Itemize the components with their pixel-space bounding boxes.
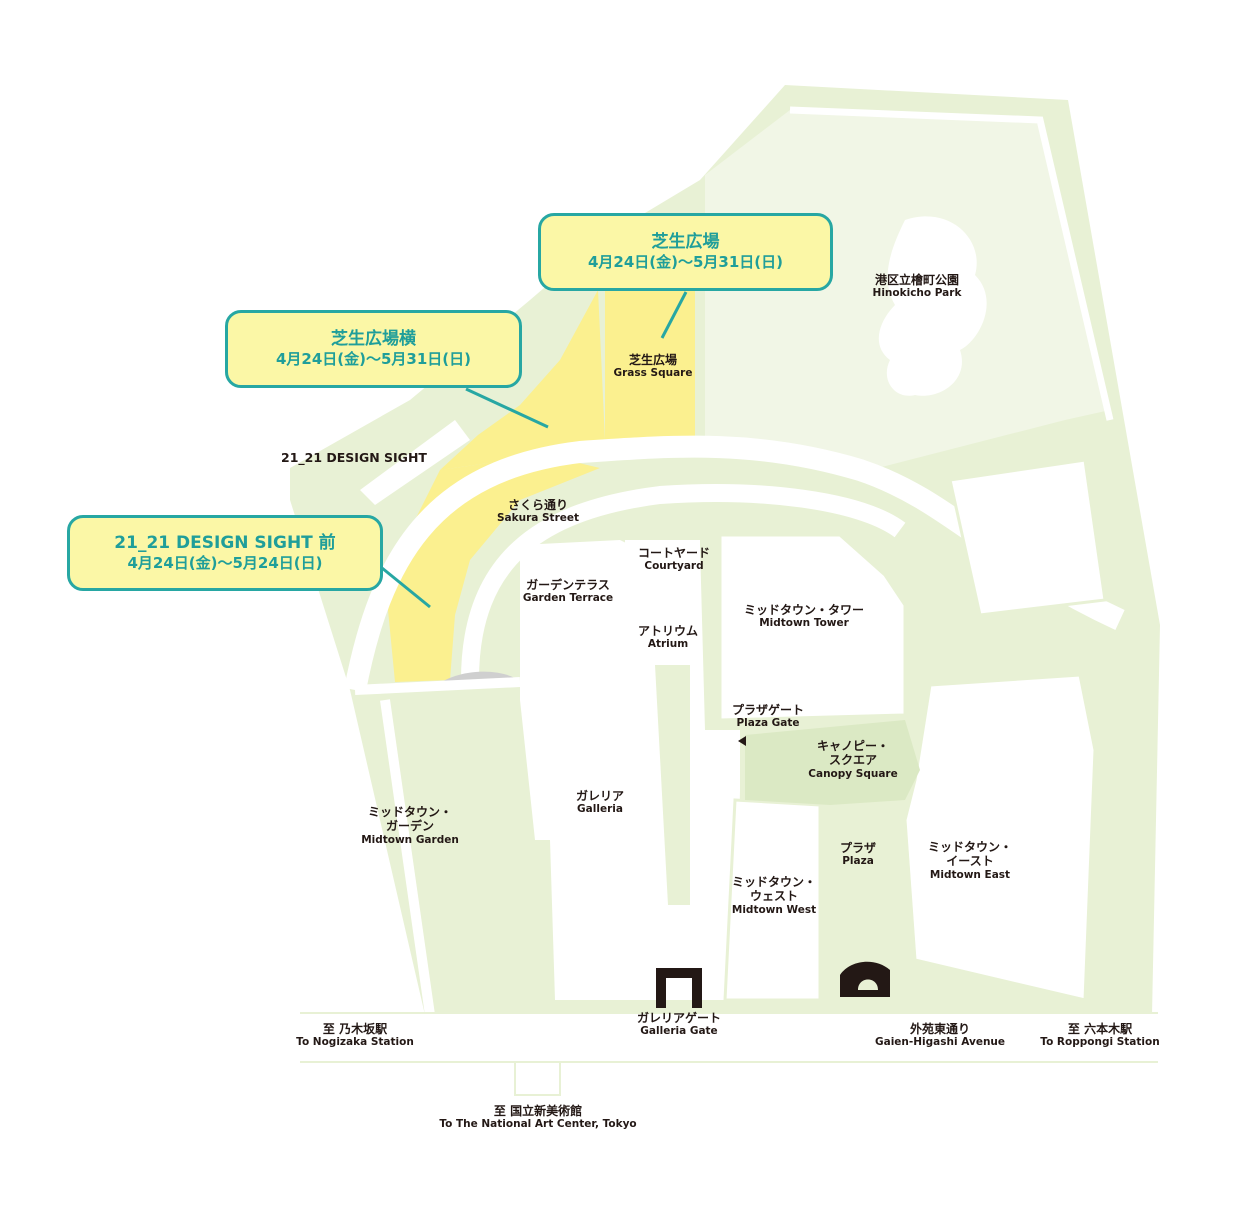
art-center-road (514, 1061, 561, 1096)
walkway (354, 677, 521, 695)
label-plaza-gate: プラザゲート Plaza Gate (731, 703, 804, 730)
label-midtown-garden: ミッドタウン・ ガーデン Midtown Garden (361, 805, 459, 846)
leader-beside-grass (465, 387, 549, 429)
courtyard-building (625, 540, 700, 600)
label-nogizaka: 至 乃木坂駅 To Nogizaka Station (296, 1022, 414, 1049)
label-midtown-east: ミッドタウン・ イースト Midtown East (927, 840, 1012, 881)
label-midtown-west: ミッドタウン・ ウェスト Midtown West (731, 875, 817, 916)
event-area-beside-grass (440, 290, 605, 470)
label-courtyard: コートヤード Courtyard (637, 546, 710, 573)
canopy-square-area (745, 720, 920, 805)
south-road-edge (300, 1012, 1158, 1063)
label-design-sight: 21_21 DESIGN SIGHT (281, 450, 427, 465)
label-gaien-higashi: 外苑東通り Gaien-Higashi Avenue (875, 1022, 1006, 1049)
event-area-grass-square (605, 290, 695, 440)
label-galleria-gate: ガレリアゲート Galleria Gate (636, 1011, 721, 1038)
galleria-gate-icon (656, 968, 702, 1008)
label-grass-square: 芝生広場 Grass Square (613, 353, 693, 380)
callout-design-sight-front-dates: 4月24日(金)〜5月24日(日) (127, 553, 323, 572)
callout-grass-square-dates: 4月24日(金)〜5月31日(日) (587, 252, 784, 271)
label-midtown-tower: ミッドタウン・タワー Midtown Tower (744, 603, 865, 630)
leader-design-sight-front (381, 566, 431, 609)
sculpture-icon (840, 961, 890, 997)
label-garden-terrace: ガーデンテラス Garden Terrace (522, 578, 614, 605)
label-roppongi: 至 六本木駅 To Roppongi Station (1040, 1022, 1160, 1049)
west-path (380, 699, 435, 1016)
callout-grass-square-title: 芝生広場 (651, 231, 720, 252)
midtown-tower-building (718, 533, 907, 722)
callout-design-sight-front: 21_21 DESIGN SIGHT 前 4月24日(金)〜5月24日(日) (67, 515, 383, 591)
inner-road (461, 484, 906, 681)
design-sight-building (360, 420, 470, 505)
northeast-building (948, 458, 1107, 617)
park-path-outline (789, 106, 1114, 421)
label-galleria: ガレリア Galleria (575, 789, 624, 816)
callout-design-sight-front-title: 21_21 DESIGN SIGHT 前 (114, 532, 336, 553)
callout-beside-grass-dates: 4月24日(金)〜5月31日(日) (275, 349, 472, 368)
callout-beside-grass: 芝生広場横 4月24日(金)〜5月31日(日) (225, 310, 522, 388)
label-canopy-square: キャノピー・ スクエア Canopy Square (808, 739, 898, 780)
leader-grass-square (660, 291, 688, 339)
callout-grass-square: 芝生広場 4月24日(金)〜5月31日(日) (538, 213, 833, 291)
label-national-art-center: 至 国立新美術館 To The National Art Center, Tok… (439, 1104, 637, 1131)
south-road (300, 1013, 1158, 1062)
label-hinokicho-park: 港区立檜町公園 Hinokicho Park (872, 273, 962, 300)
label-plaza: プラザ Plaza (839, 841, 876, 868)
midtown-east-building (903, 673, 1097, 1002)
plaza-gate-arrow-icon (738, 736, 746, 746)
midtown-west-building (723, 798, 822, 1002)
atrium-strip (655, 665, 690, 905)
hinokicho-pond (878, 216, 987, 396)
label-sakura-street: さくら通り Sakura Street (496, 498, 580, 525)
label-atrium: アトリウム Atrium (637, 624, 698, 651)
callout-beside-grass-title: 芝生広場横 (331, 328, 416, 349)
